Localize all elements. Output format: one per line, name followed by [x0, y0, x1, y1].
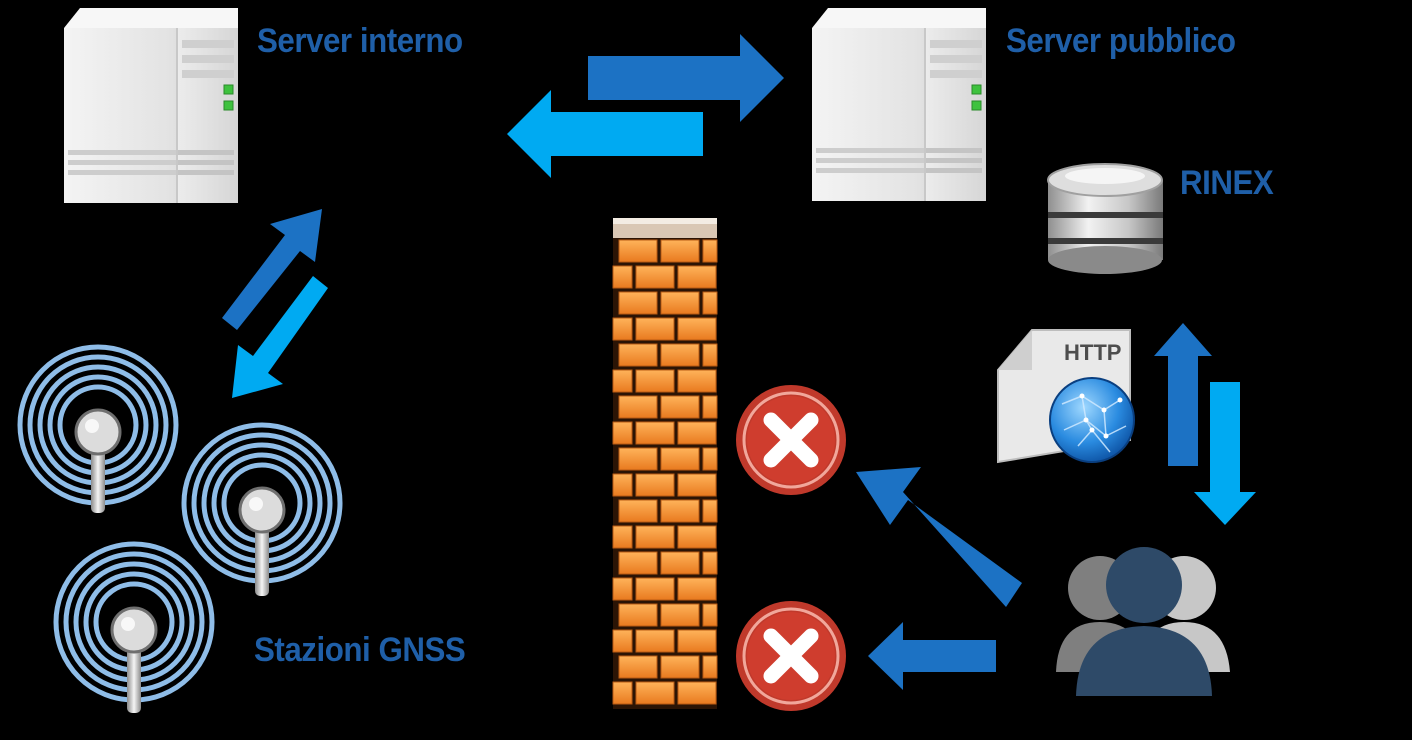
firewall-brick	[660, 551, 700, 575]
firewall-brick	[612, 369, 633, 393]
public-server-icon	[812, 8, 986, 201]
firewall-brick	[702, 551, 718, 575]
firewall-brick	[660, 447, 700, 471]
firewall-brick	[702, 655, 718, 679]
block-icon	[736, 601, 846, 711]
firewall-brick	[618, 603, 658, 627]
firewall-brick	[618, 551, 658, 575]
firewall-brick	[612, 317, 633, 341]
firewall-brick	[612, 681, 633, 705]
arrow-up-to-database	[1154, 323, 1212, 466]
firewall-brick	[677, 317, 717, 341]
firewall-brick	[635, 629, 675, 653]
firewall-brick	[660, 239, 700, 263]
internal-server-icon	[64, 8, 238, 203]
firewall-brick	[660, 655, 700, 679]
firewall-brick	[612, 265, 633, 289]
firewall-brick	[618, 447, 658, 471]
firewall-brick	[660, 395, 700, 419]
arrow-down-to-users	[1194, 382, 1256, 525]
firewall-brick	[677, 369, 717, 393]
firewall-brick	[677, 577, 717, 601]
arrow-stations-to-server	[222, 209, 322, 330]
firewall-brick	[618, 499, 658, 523]
firewall-brick	[618, 395, 658, 419]
firewall-brick	[635, 681, 675, 705]
firewall-brick	[618, 343, 658, 367]
firewall-brick	[702, 343, 718, 367]
firewall-brick	[677, 473, 717, 497]
public-server-label: Server pubblico	[1006, 22, 1236, 60]
gnss-antenna-icon	[53, 541, 215, 713]
firewall-brick	[635, 473, 675, 497]
firewall-brick	[618, 655, 658, 679]
firewall-brick	[702, 447, 718, 471]
firewall-brick	[612, 421, 633, 445]
firewall-brick	[635, 421, 675, 445]
arrow-server-to-stations	[232, 276, 328, 398]
firewall-brick	[677, 629, 717, 653]
blocked-arrow-diagonal	[856, 467, 1022, 607]
firewall-brick	[702, 603, 718, 627]
firewall-brick	[635, 265, 675, 289]
globe-icon	[1049, 377, 1135, 463]
rinex-label: RINEX	[1180, 164, 1274, 202]
gnss-antenna-icon	[17, 344, 179, 513]
http-badge: HTTP	[1064, 340, 1121, 365]
firewall-brick	[677, 525, 717, 549]
firewall-brick	[612, 577, 633, 601]
arrow-to-internal-server	[507, 90, 703, 178]
users-icon	[1056, 547, 1230, 696]
firewall-brick	[612, 525, 633, 549]
firewall-brick	[660, 291, 700, 315]
firewall-brick	[635, 317, 675, 341]
firewall-brick	[635, 525, 675, 549]
firewall-brick	[660, 499, 700, 523]
firewall-brick	[677, 681, 717, 705]
firewall-brick	[618, 291, 658, 315]
firewall-brick	[702, 499, 718, 523]
firewall-brick	[660, 603, 700, 627]
brick-rows	[612, 239, 718, 705]
firewall-brick	[677, 421, 717, 445]
blocked-arrow-horizontal	[868, 622, 996, 690]
firewall-brick	[635, 369, 675, 393]
firewall-brick	[635, 577, 675, 601]
gnss-antenna-icon	[181, 422, 343, 596]
firewall-icon	[612, 218, 718, 709]
firewall-brick	[702, 395, 718, 419]
firewall-brick	[702, 291, 718, 315]
firewall-brick	[612, 473, 633, 497]
firewall-brick	[618, 239, 658, 263]
block-icon	[736, 385, 846, 495]
firewall-brick	[660, 343, 700, 367]
firewall-brick	[702, 239, 718, 263]
database-icon	[1047, 163, 1163, 274]
gnss-stations-label: Stazioni GNSS	[254, 631, 466, 669]
arrow-to-public-server	[588, 34, 784, 122]
firewall-brick	[677, 265, 717, 289]
internal-server-label: Server interno	[257, 22, 463, 60]
firewall-brick	[612, 629, 633, 653]
